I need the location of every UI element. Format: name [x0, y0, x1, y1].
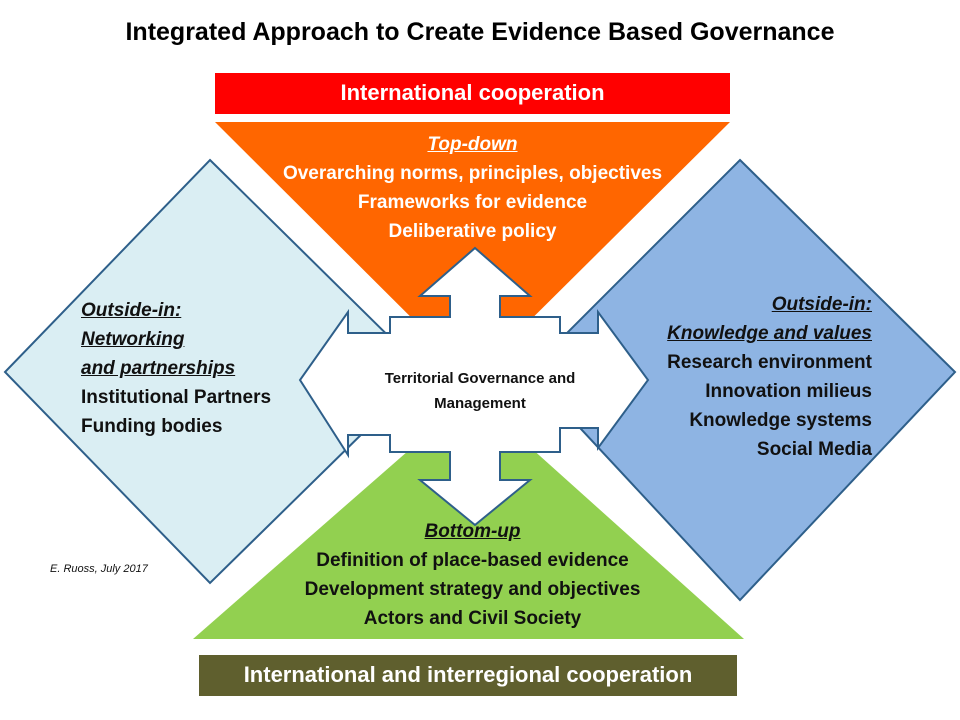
- bottom-bar: [199, 655, 737, 696]
- center-label-line: Territorial Governance and: [384, 370, 576, 387]
- bottom-bar-label: International and interregional cooperat…: [243, 662, 693, 687]
- page-title: Integrated Approach to Create Evidence B…: [125, 18, 835, 46]
- bottom-up-heading: Bottom-up: [424, 521, 521, 542]
- top-down-line: Frameworks for evidence: [357, 192, 588, 213]
- top-bar: [215, 73, 730, 114]
- left-block: Outside-in: Networking and partnerships …: [81, 296, 271, 441]
- bottom-up-line: Definition of place-based evidence: [316, 550, 629, 571]
- left-heading: Outside-in:: [81, 300, 182, 321]
- left-heading: and partnerships: [81, 358, 236, 379]
- right-heading: Knowledge and values: [667, 323, 872, 344]
- bottom-up-block: Bottom-up Definition of place-based evid…: [230, 517, 715, 633]
- right-line: Innovation milieus: [705, 381, 872, 402]
- right-heading: Outside-in:: [771, 294, 872, 315]
- right-line: Knowledge systems: [689, 410, 872, 431]
- top-down-block: Top-down Overarching norms, principles, …: [230, 130, 715, 246]
- center-label: Territorial Governance and Management: [330, 366, 630, 416]
- top-bar-label: International cooperation: [340, 80, 605, 105]
- author-credit: E. Ruoss, July 2017: [50, 563, 148, 575]
- right-block: Outside-in: Knowledge and values Researc…: [600, 290, 872, 464]
- left-diamond: [3, 158, 427, 585]
- right-line: Social Media: [756, 439, 872, 460]
- four-way-arrow: [298, 246, 650, 527]
- right-diamond: [526, 158, 957, 602]
- bottom-up-line: Actors and Civil Society: [363, 608, 582, 629]
- left-line: Institutional Partners: [81, 387, 272, 408]
- top-down-line: Deliberative policy: [388, 221, 557, 242]
- right-line: Research environment: [667, 352, 872, 373]
- bottom-up-line: Development strategy and objectives: [304, 579, 641, 600]
- center-label-line: Management: [434, 395, 526, 412]
- top-down-heading: Top-down: [427, 134, 518, 155]
- top-down-line: Overarching norms, principles, objective…: [282, 163, 663, 184]
- left-heading: Networking: [81, 329, 185, 350]
- left-line: Funding bodies: [81, 416, 223, 437]
